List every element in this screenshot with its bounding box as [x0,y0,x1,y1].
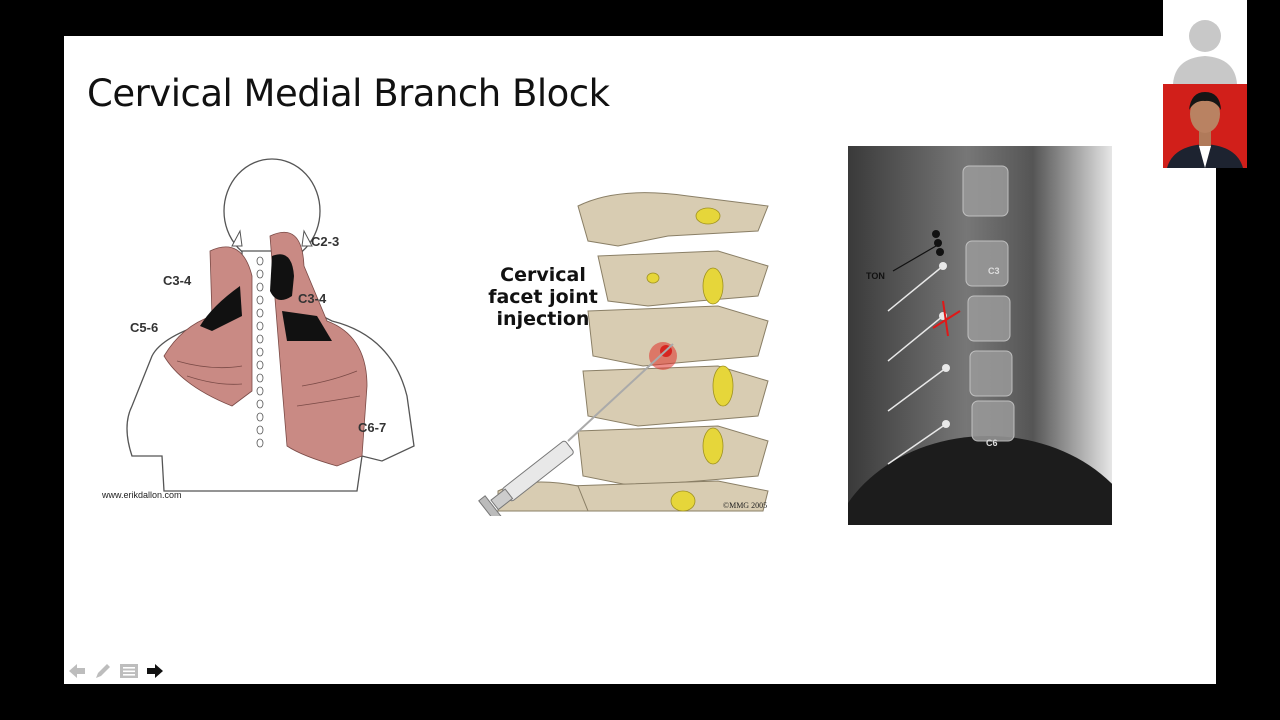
injection-label-line2: facet joint [488,286,598,308]
label-c6-7: C6-7 [358,420,386,435]
avatar-placeholder-icon [1163,0,1247,84]
figure1-credit: www.erikdallon.com [101,490,182,500]
label-c6: C6 [986,438,998,448]
label-ton: TON [866,271,885,281]
slide-title: Cervical Medial Branch Block [87,72,610,115]
figure2-credit: ©MMG 2005 [723,501,767,510]
back-arrow-icon[interactable] [66,660,88,682]
label-c3: C3 [988,266,1000,276]
referred-pain-illustration: C2-3 C3-4 C3-4 C5-6 C6-7 www.erikdallon.… [101,158,415,500]
video-participants-panel [1131,0,1247,168]
label-c5-6: C5-6 [130,320,158,335]
participant-tile-blank[interactable] [1163,0,1247,84]
presenter-video [1163,84,1247,168]
pen-icon[interactable] [92,660,114,682]
participant-tile-presenter[interactable] [1163,84,1247,168]
cervical-xray-image: TON C3 C6 [848,146,1112,525]
menu-icon[interactable] [118,660,140,682]
presentation-slide: Cervical Medial Branch Block C2-3 C3-4 [64,36,1216,684]
spine-dots [256,256,264,448]
label-c3-4-right: C3-4 [298,291,327,306]
injection-label-line1: Cervical [500,264,586,286]
facet-injection-illustration: Cervical facet joint injection ©MMG 2005 [478,192,769,516]
injection-label-line3: injection [497,308,590,330]
slideshow-controls [66,660,166,682]
forward-arrow-icon[interactable] [144,660,166,682]
label-c3-4-left: C3-4 [163,273,192,288]
label-c2-3: C2-3 [311,234,339,249]
